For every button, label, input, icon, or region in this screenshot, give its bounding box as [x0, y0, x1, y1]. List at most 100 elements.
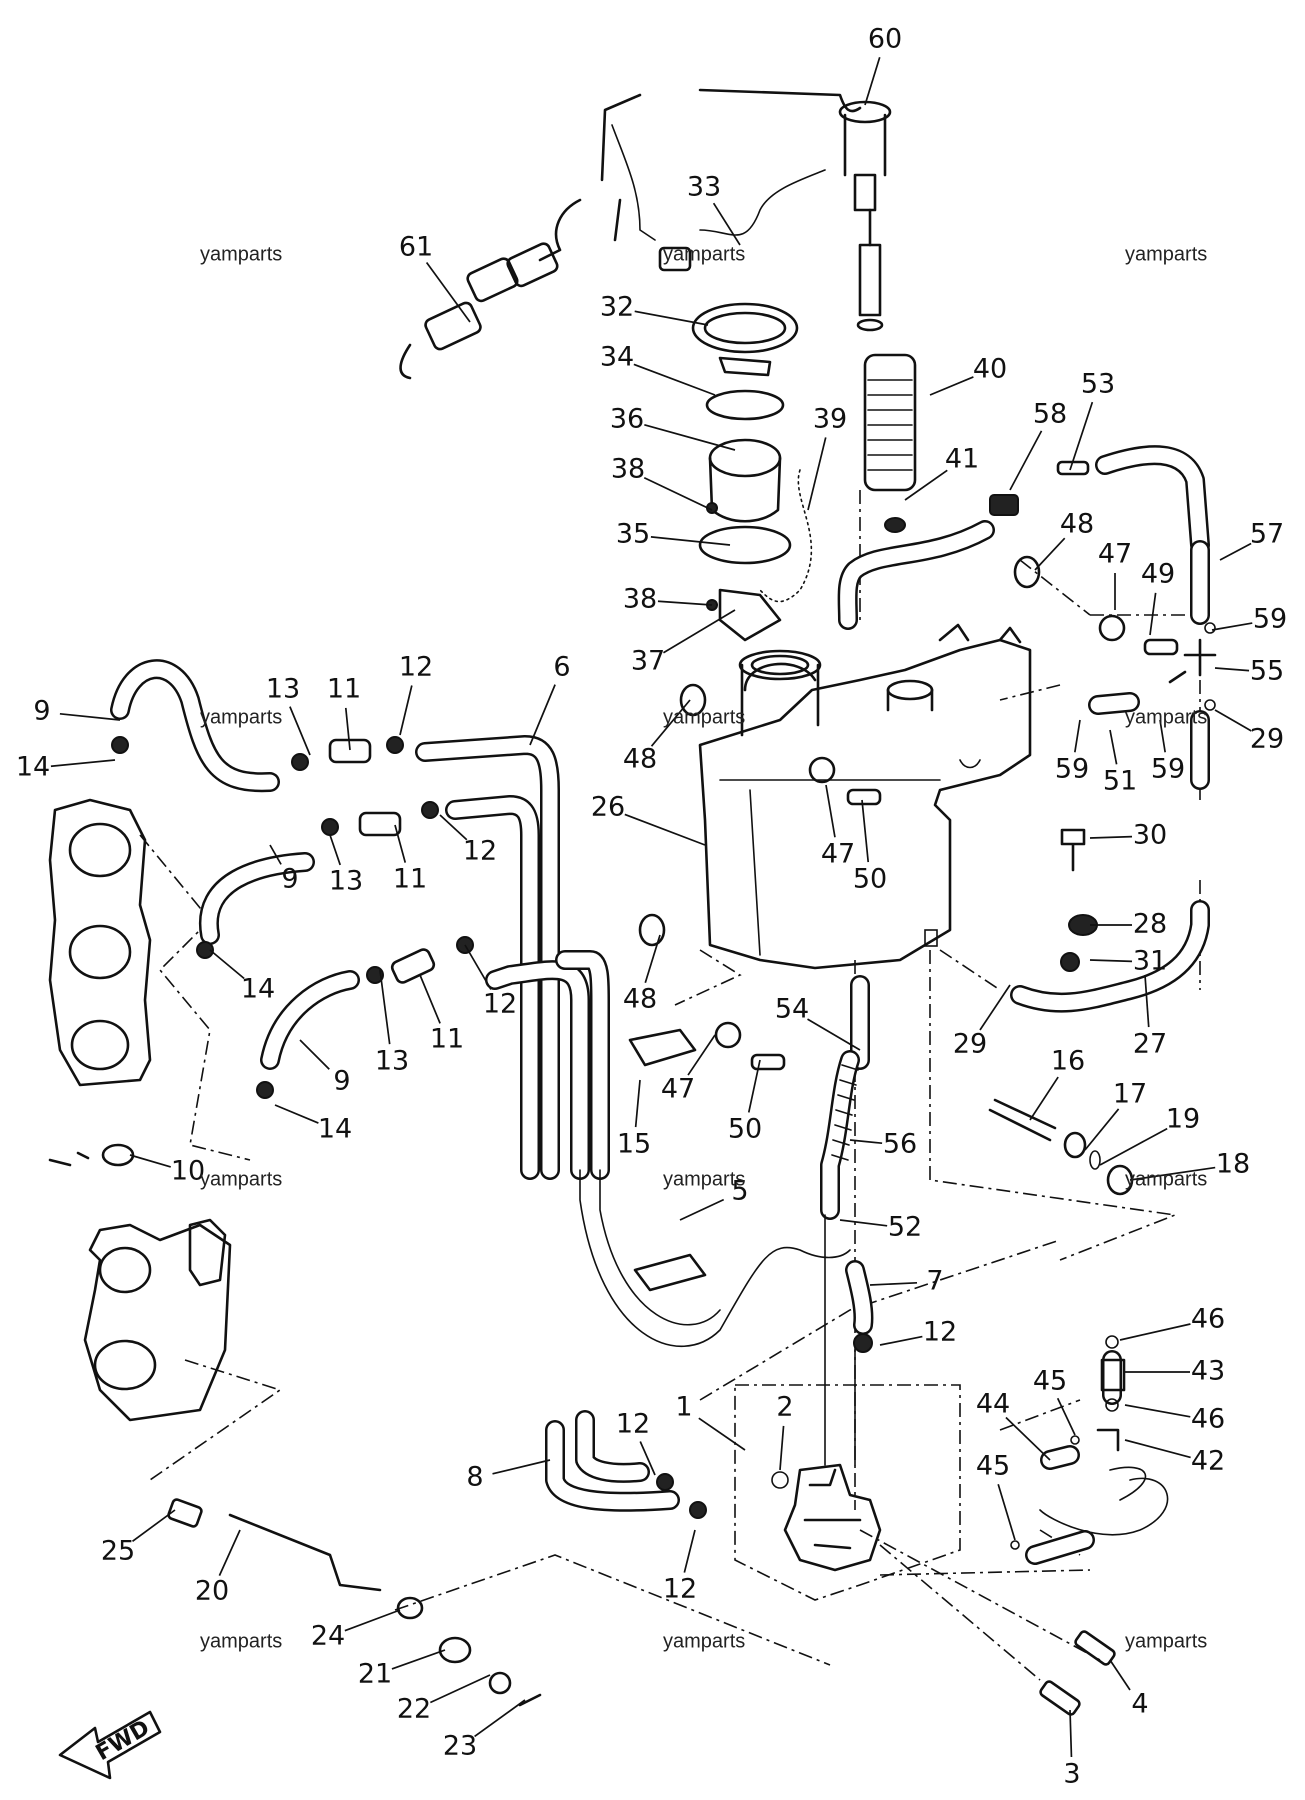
leader-line [299, 1039, 330, 1070]
part-number-callout: 10 [171, 1156, 205, 1187]
part-number-callout: 36 [610, 404, 644, 435]
part-number-callout: 59 [1055, 754, 1089, 785]
leader-line [1124, 1404, 1191, 1418]
leader-line [663, 609, 736, 654]
part-number-callout: 50 [853, 864, 887, 895]
part-number-callout: 46 [1191, 1304, 1225, 1335]
part-number-callout: 8 [466, 1462, 483, 1493]
part-number-callout: 39 [813, 404, 847, 435]
part-number-callout: 49 [1141, 559, 1175, 590]
part-number-callout: 29 [1250, 724, 1284, 755]
part-number-callout: 45 [1033, 1366, 1067, 1397]
leader-line [979, 984, 1011, 1031]
leader-line [425, 262, 471, 323]
leader-line [1074, 719, 1081, 753]
leader-line [644, 423, 736, 451]
leader-line [344, 707, 351, 751]
watermark-text: yamparts [1125, 706, 1207, 728]
leader-line [679, 1198, 725, 1221]
leader-line [1034, 537, 1066, 571]
leader-line [683, 1529, 696, 1573]
leader-line [289, 706, 311, 756]
leader-line [634, 310, 709, 326]
leader-line [391, 1649, 446, 1670]
part-number-callout: 5 [731, 1176, 748, 1207]
part-number-callout: 12 [663, 1574, 697, 1605]
sensor-wiring [399, 88, 862, 380]
leader-line [849, 1139, 883, 1145]
part-number-callout: 12 [483, 989, 517, 1020]
leader-line [904, 469, 948, 501]
part-number-callout: 48 [623, 744, 657, 775]
part-number-callout: 40 [973, 354, 1007, 385]
leader-line [712, 202, 741, 246]
leader-line [650, 699, 691, 747]
oil-pump [783, 1214, 882, 1572]
leader-line [807, 437, 827, 511]
part-number-callout: 42 [1191, 1446, 1225, 1477]
part-number-callout: 7 [926, 1266, 943, 1297]
leader-line [1129, 1166, 1216, 1181]
watermark-text: yamparts [200, 1630, 282, 1652]
leader-line [1069, 1709, 1073, 1758]
part-number-callout: 24 [311, 1621, 345, 1652]
leader-line [879, 1335, 923, 1346]
part-number-callout: 48 [623, 984, 657, 1015]
part-number-callout: 12 [923, 1317, 957, 1348]
leader-line [624, 813, 706, 846]
part-number-callout: 19 [1166, 1104, 1200, 1135]
part-number-callout: 51 [1103, 766, 1137, 797]
part-number-callout: 55 [1250, 656, 1284, 687]
part-number-callout: 30 [1133, 820, 1167, 851]
engine-block [48, 798, 232, 1422]
leader-line [274, 1104, 319, 1124]
leader-line [869, 1281, 918, 1286]
leader-line [997, 1483, 1016, 1541]
part-number-callout: 11 [393, 864, 427, 895]
part-number-callout: 9 [281, 864, 298, 895]
part-number-callout: 61 [399, 232, 433, 263]
part-number-callout: 31 [1133, 946, 1167, 977]
leader-line [1211, 622, 1253, 631]
leader-line [474, 1699, 526, 1738]
leader-line [492, 1459, 551, 1475]
leader-line [1214, 667, 1250, 672]
leader-line [650, 536, 731, 546]
part-number-callout: 38 [611, 454, 645, 485]
watermark-text: yamparts [1125, 1630, 1207, 1652]
leader-line [929, 376, 974, 396]
part-number-callout: 23 [443, 1731, 477, 1762]
leader-line [864, 56, 881, 106]
part-number-callout: 12 [463, 836, 497, 867]
leader-line [1009, 430, 1043, 491]
leader-line [419, 974, 441, 1024]
oil-tank [698, 623, 1032, 970]
leader-line [643, 476, 713, 511]
part-number-callout: 50 [728, 1114, 762, 1145]
part-number-callout: 59 [1253, 604, 1287, 635]
part-number-callout: 35 [616, 519, 650, 550]
leader-line [657, 600, 713, 606]
leader-line [329, 834, 342, 866]
leader-line [59, 712, 121, 721]
watermark-text: yamparts [663, 1168, 745, 1190]
leader-line [779, 1425, 785, 1471]
leader-line [218, 1529, 241, 1576]
leader-line [807, 1018, 861, 1051]
part-number-callout: 47 [821, 839, 855, 870]
part-number-callout: 38 [623, 584, 657, 615]
part-number-callout: 44 [976, 1389, 1010, 1420]
part-number-callout: 25 [101, 1536, 135, 1567]
leader-line [269, 844, 282, 865]
leader-line [1069, 401, 1094, 471]
oil-hoses [110, 445, 1210, 1592]
part-number-callout: 26 [591, 792, 625, 823]
part-number-callout: 20 [195, 1576, 229, 1607]
leader-line [839, 1219, 888, 1227]
leader-line [1089, 959, 1133, 963]
leader-line [1056, 1397, 1076, 1436]
leader-line [698, 1417, 746, 1451]
leader-line [1084, 1108, 1120, 1151]
leader-line [1109, 729, 1118, 765]
part-number-callout: 52 [888, 1212, 922, 1243]
